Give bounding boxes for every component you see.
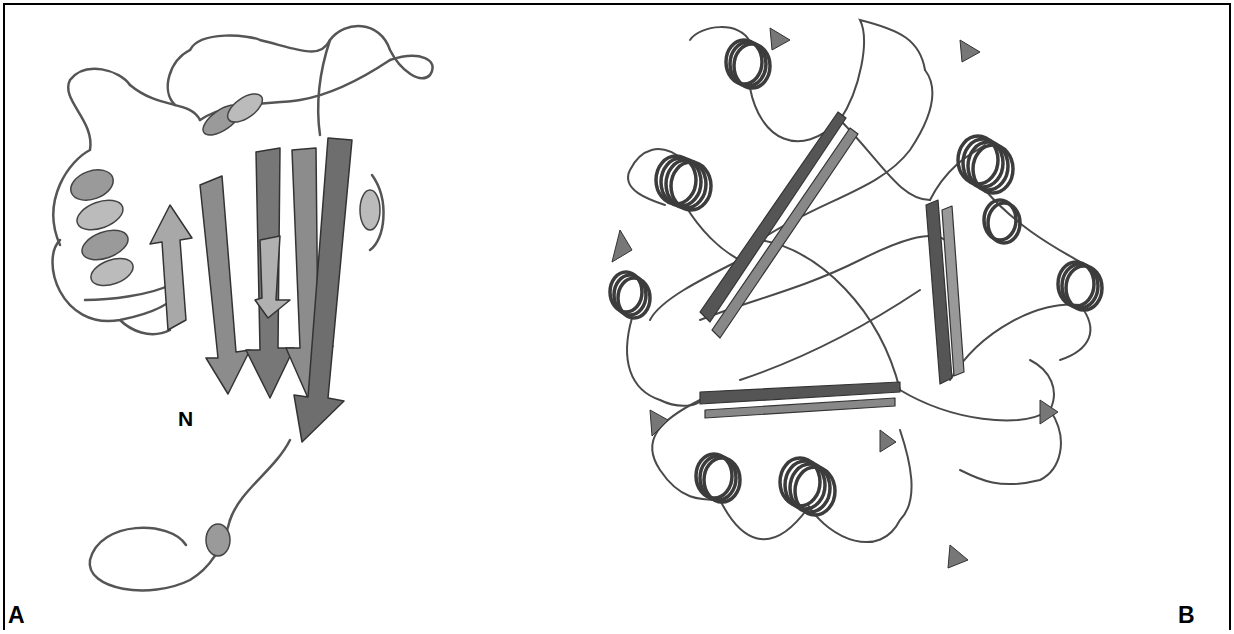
beta-strand	[700, 112, 964, 418]
beta-strand	[255, 236, 290, 318]
panel-a-loops	[120, 320, 170, 334]
alpha-helix	[1066, 266, 1102, 310]
panel-label: A	[8, 604, 25, 627]
figure-frame	[4, 4, 1230, 630]
turn-ribbon	[948, 545, 968, 568]
alpha-helix	[984, 200, 1020, 243]
turn-ribbon	[880, 430, 896, 452]
alpha-helix	[734, 44, 770, 88]
panel-b-loops	[627, 318, 700, 406]
turn-ribbon	[612, 230, 632, 262]
panel-b-loops	[900, 360, 1054, 420]
beta-strand	[246, 148, 294, 398]
alpha-helix	[87, 253, 137, 291]
alpha-helix	[696, 454, 740, 502]
alpha-helix	[67, 164, 118, 205]
beta-strand	[294, 138, 352, 442]
alpha-helix	[795, 467, 835, 515]
panel-b-loops	[760, 70, 932, 240]
panel-a-loops	[85, 285, 170, 300]
panel-b-loops	[627, 20, 1090, 542]
panel-a-loops	[53, 69, 130, 245]
panel-b-loops	[650, 205, 740, 320]
turn-ribbon	[1040, 400, 1058, 424]
alpha-helix	[67, 88, 380, 556]
panel-a-loops	[190, 26, 433, 78]
alpha-helix	[1058, 262, 1102, 310]
alpha-helix	[973, 145, 1013, 193]
panel-b-loops	[1060, 305, 1090, 360]
turn-ribbon	[612, 28, 1058, 568]
turn-ribbon	[770, 28, 790, 50]
panel-a-loops	[53, 26, 433, 590]
terminus-label: N	[178, 408, 193, 429]
beta-strand	[712, 128, 858, 338]
alpha-helix	[223, 88, 267, 127]
alpha-helix	[206, 524, 230, 556]
beta-strand	[200, 176, 250, 394]
panel-a-loops	[130, 85, 200, 120]
alpha-helix	[618, 278, 650, 318]
alpha-helix	[671, 162, 711, 210]
panel-b-loops	[985, 190, 1080, 262]
alpha-helix	[988, 203, 1020, 243]
beta-strand	[150, 205, 192, 330]
beta-strand	[942, 206, 964, 376]
alpha-helix	[610, 40, 1102, 515]
alpha-helix	[958, 136, 1013, 193]
panel-b-loops	[960, 410, 1061, 484]
alpha-helix	[780, 458, 835, 515]
alpha-helix	[360, 190, 380, 230]
panel-a-loops	[230, 440, 290, 520]
panel-b-loops	[950, 304, 1080, 380]
beta-strand	[150, 138, 352, 442]
alpha-helix	[610, 272, 650, 318]
panel-a-loops	[90, 520, 230, 590]
panel-a-loops	[318, 40, 330, 135]
turn-ribbon	[960, 40, 980, 62]
panel-a-loops	[168, 50, 190, 105]
alpha-helix	[726, 40, 770, 88]
beta-strand	[700, 112, 846, 322]
alpha-helix	[656, 156, 711, 210]
alpha-helix	[73, 195, 127, 236]
turn-ribbon	[650, 410, 668, 436]
panel-label: B	[1178, 604, 1195, 627]
alpha-helix	[704, 458, 740, 502]
beta-strand	[705, 398, 895, 418]
panel-b-loops	[740, 290, 920, 380]
